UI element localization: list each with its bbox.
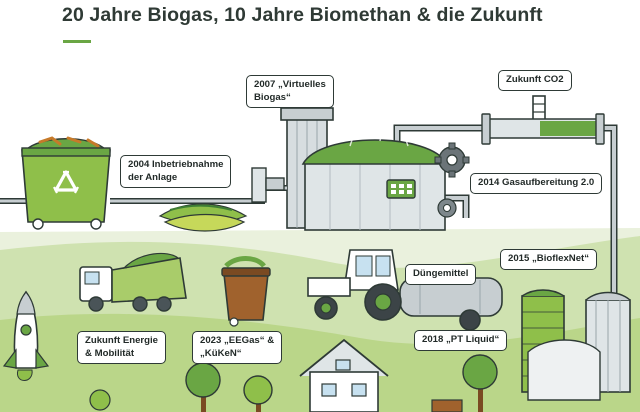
label-line-2: „KüKeN“: [200, 347, 242, 359]
label-virtuelles-biogas: 2007 „Virtuelles Biogas“: [246, 75, 334, 108]
label-line-2: Biogas“: [254, 91, 291, 103]
recycle-icon: [53, 170, 79, 194]
organic-bin: [221, 256, 271, 327]
label-line-2: & Mobilität: [85, 347, 135, 359]
gear-icon-small: [437, 198, 457, 218]
rocket-icon: [2, 290, 50, 381]
label-gasaufbereitung: 2014 Gasaufbereitung 2.0: [470, 173, 603, 194]
label-eegas: 2023 „EEGas“ & „KüKeN“: [192, 331, 283, 364]
label-line-2: der Anlage: [128, 171, 178, 183]
pump: [251, 167, 285, 203]
label-text: 2014 Gasaufbereitung 2.0: [478, 177, 595, 188]
label-bioflexnet: 2015 „BioflexNet“: [500, 249, 598, 270]
silos: [521, 289, 631, 401]
label-pt-liquid: 2018 „PT Liquid“: [414, 330, 508, 351]
tractor-icon: [307, 249, 503, 331]
label-text: Zukunft CO2: [506, 74, 564, 85]
waste-container: [21, 136, 111, 230]
label-text: Düngemittel: [413, 268, 469, 279]
label-line-1: 2007 „Virtuelles: [254, 79, 326, 90]
label-text: 2015 „BioflexNet“: [508, 253, 590, 264]
label-zukunft-co2: Zukunft CO2: [498, 70, 572, 91]
truck-icon: [79, 252, 187, 312]
label-line-1: 2023 „EEGas“ &: [200, 335, 275, 346]
house-icon: [299, 338, 389, 412]
label-duengemittel: Düngemittel: [405, 264, 477, 285]
page-title: 20 Jahre Biogas, 10 Jahre Biomethan & di…: [62, 4, 543, 26]
title-accent-line: [63, 40, 91, 43]
maize-pile: [158, 203, 248, 232]
label-zukunft-energie: Zukunft Energie & Mobilität: [77, 331, 167, 364]
gear-icon: [434, 142, 470, 178]
label-line-1: 2004 Inbetriebnahme: [128, 159, 224, 170]
co2-unit: [481, 95, 605, 145]
label-text: 2018 „PT Liquid“: [422, 334, 500, 345]
digester: [280, 107, 449, 231]
label-inbetriebnahme: 2004 Inbetriebnahme der Anlage: [120, 155, 232, 188]
tree-icon: [89, 354, 498, 412]
label-line-1: Zukunft Energie: [85, 335, 159, 346]
